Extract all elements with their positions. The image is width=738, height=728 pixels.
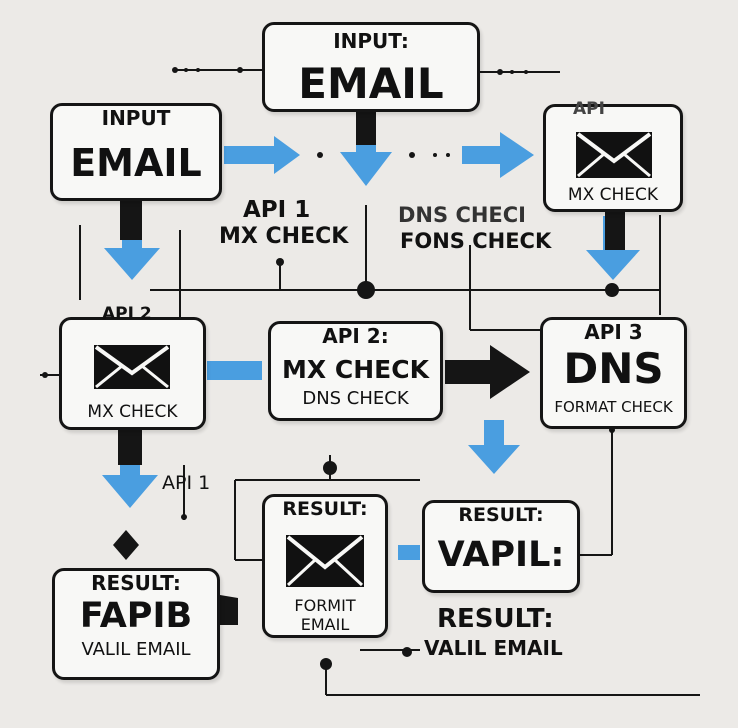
label-api1-mx-b: MX CHECK bbox=[219, 224, 349, 249]
node-result-mid-sub: FORMIT bbox=[294, 596, 356, 615]
node-mx-mid-sub: MX CHECK bbox=[87, 402, 178, 422]
node-dns-big: DNS bbox=[563, 344, 664, 393]
node-result-mid: RESULT: FORMIT EMAIL bbox=[262, 494, 388, 638]
label-result-free-b: VALIL EMAIL bbox=[424, 636, 563, 660]
node-email-left: INPUT EMAIL bbox=[50, 103, 222, 201]
node-result-right: RESULT: VAPIL: bbox=[422, 500, 580, 593]
node-api2-sub: DNS CHECK bbox=[302, 388, 409, 409]
node-api2-small: API 2: bbox=[322, 324, 389, 348]
node-api2: API 2: MX CHECK DNS CHECK bbox=[268, 321, 443, 421]
envelope-icon bbox=[94, 345, 170, 389]
label-api1-mx-a: API 1 bbox=[243, 197, 311, 223]
label-dns-chk-b: FONS CHECK bbox=[400, 229, 552, 253]
node-result-left: RESULT: FAPIB VALIL EMAIL bbox=[52, 568, 220, 680]
node-mx-top-small: API bbox=[573, 99, 605, 119]
node-result-right-small: RESULT: bbox=[458, 504, 544, 526]
node-dns: API 3 DNS FORMAT CHECK bbox=[540, 317, 687, 429]
node-dns-sub: FORMAT CHECK bbox=[554, 398, 673, 416]
label-dns-chk-a: DNS CHECI bbox=[398, 203, 526, 227]
node-mx-top: API MX CHECK bbox=[543, 99, 683, 212]
label-api1-lower: API 1 bbox=[162, 472, 211, 494]
node-result-mid-sub2: EMAIL bbox=[300, 615, 350, 634]
node-email-left-big: EMAIL bbox=[70, 141, 202, 185]
node-api2-big: MX CHECK bbox=[282, 355, 429, 384]
connector-dots bbox=[42, 67, 619, 670]
node-result-left-sub: VALIL EMAIL bbox=[81, 639, 191, 660]
label-result-free-a: RESULT: bbox=[437, 604, 554, 634]
flow-arrows bbox=[102, 108, 640, 625]
node-email-top-big: EMAIL bbox=[298, 59, 444, 108]
node-dns-small: API 3 bbox=[584, 320, 643, 344]
node-result-right-big: VAPIL: bbox=[437, 535, 565, 575]
node-email-top: INPUT: EMAIL bbox=[262, 22, 480, 112]
node-result-left-big: FAPIB bbox=[79, 596, 193, 636]
node-email-left-small: INPUT bbox=[101, 106, 171, 130]
envelope-icon bbox=[576, 132, 652, 178]
node-mx-mid: API 2 MX CHECK bbox=[59, 306, 206, 430]
node-result-left-small: RESULT: bbox=[91, 571, 181, 595]
node-result-mid-small: RESULT: bbox=[282, 498, 368, 520]
node-mx-mid-small: API 2 bbox=[102, 304, 152, 324]
node-mx-top-sub: MX CHECK bbox=[567, 185, 659, 205]
node-email-top-small: INPUT: bbox=[333, 29, 409, 53]
envelope-icon bbox=[286, 535, 364, 587]
